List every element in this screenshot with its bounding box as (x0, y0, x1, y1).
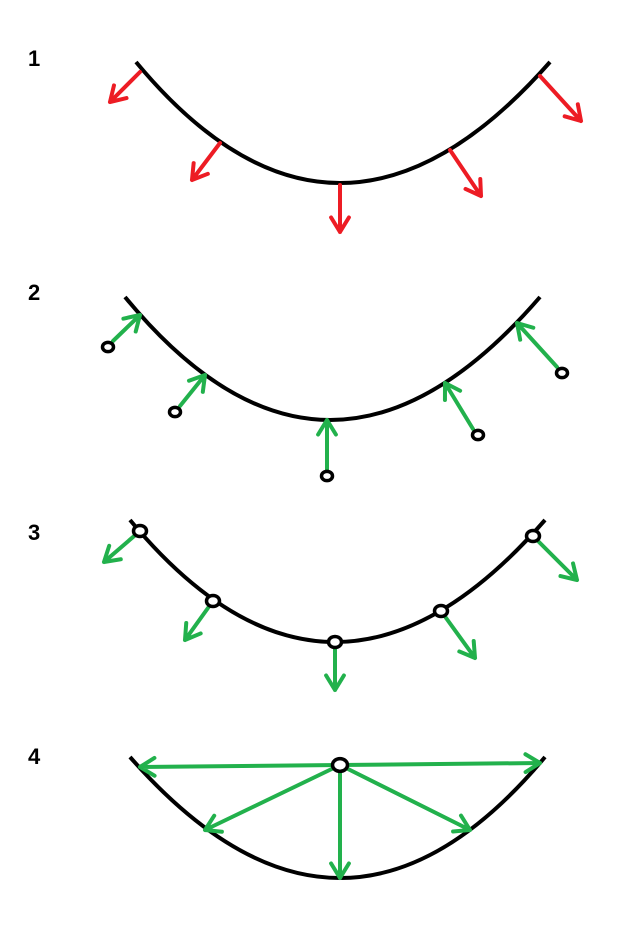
curve-3 (128, 518, 547, 644)
green-arrow-4-4 (338, 752, 542, 775)
red-arrow-1-0 (108, 70, 142, 104)
point-3-0 (131, 523, 149, 539)
panel-label-2: 2 (28, 280, 41, 305)
point-2-0 (100, 340, 116, 354)
red-arrow-1-4 (538, 74, 583, 123)
panel-label-3: 3 (28, 520, 41, 545)
green-arrow-3-4 (531, 534, 579, 582)
red-arrow-1-3 (448, 148, 483, 198)
point-4 (330, 756, 350, 774)
point-2-3 (470, 428, 486, 442)
red-arrow-1-2 (329, 183, 351, 234)
green-arrow-2-4 (515, 321, 559, 369)
point-2-1 (167, 405, 183, 419)
green-arrow-4-0 (138, 755, 342, 778)
green-arrow-3-3 (439, 609, 477, 660)
green-arrow-2-3 (442, 381, 475, 431)
point-3-4 (524, 528, 542, 544)
point-3-2 (326, 634, 344, 650)
point-2-4 (554, 366, 570, 380)
red-arrow-1-1 (190, 141, 222, 182)
green-arrow-4-3 (338, 763, 472, 834)
green-arrow-3-0 (102, 529, 142, 564)
point-3-3 (432, 603, 450, 619)
green-arrow-3-1 (183, 599, 215, 642)
curve-1 (134, 60, 552, 185)
point-3-1 (204, 593, 222, 609)
curve-4 (128, 755, 547, 880)
green-arrow-4-2 (329, 763, 351, 880)
green-arrow-4-1 (203, 763, 342, 834)
green-arrow-2-0 (111, 313, 142, 343)
green-arrow-2-2 (316, 418, 338, 472)
panel-label-4: 4 (28, 744, 41, 769)
green-arrow-3-2 (324, 640, 346, 692)
panel-label-1: 1 (28, 46, 41, 71)
green-arrow-2-1 (178, 373, 207, 408)
point-2-2 (319, 469, 335, 483)
curve-2 (123, 295, 542, 422)
